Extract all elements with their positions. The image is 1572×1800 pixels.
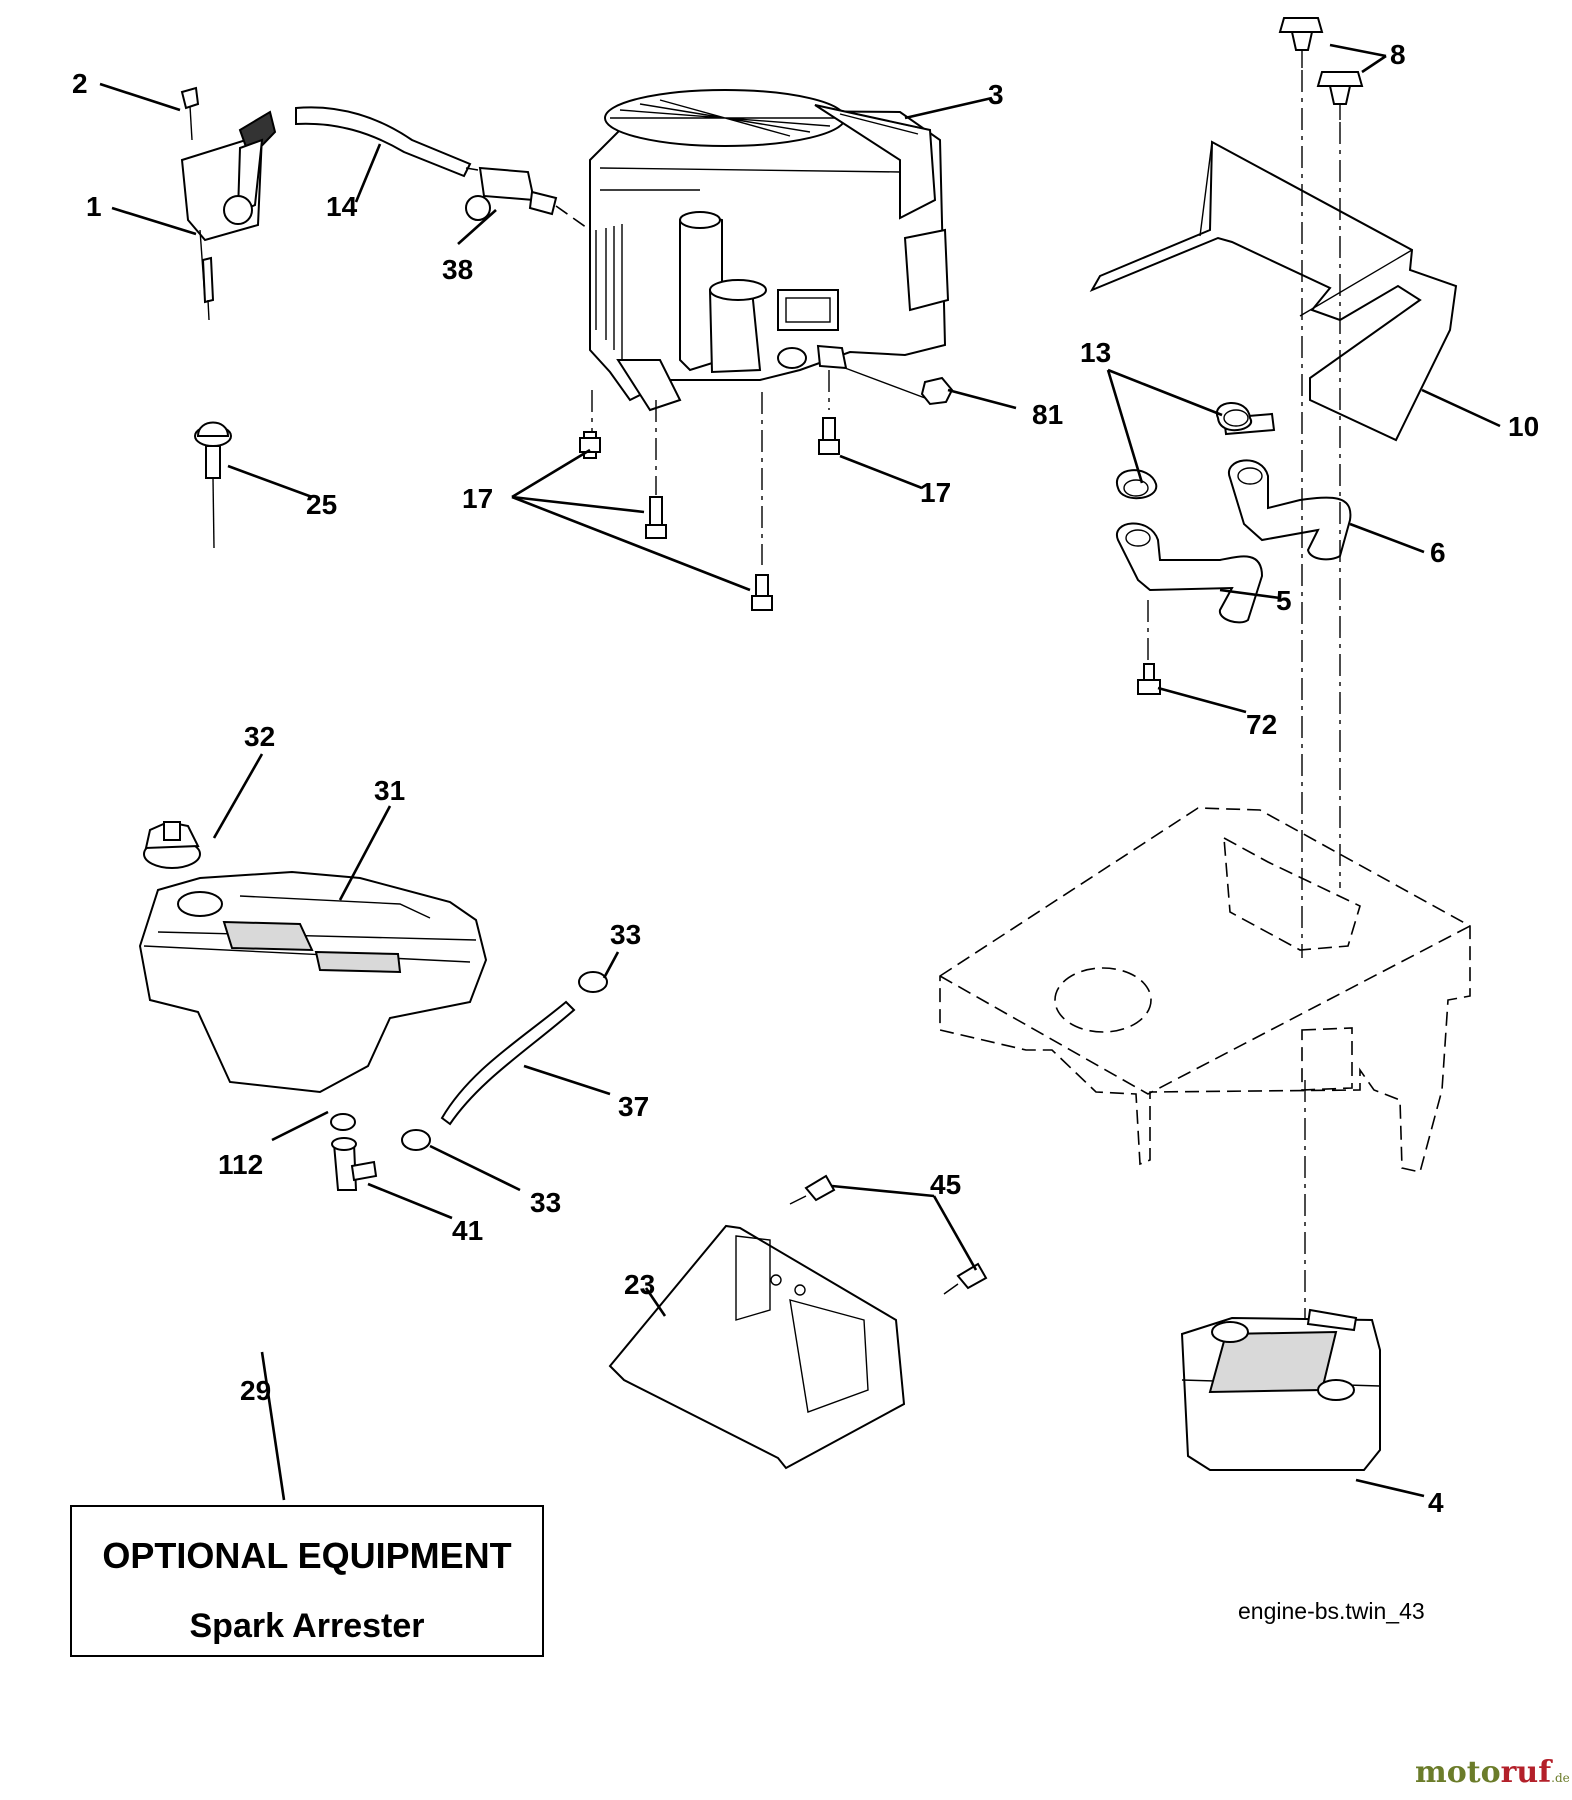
figure-code: engine-bs.twin_43 <box>1238 1598 1425 1624</box>
fuel-cap-part <box>143 820 201 869</box>
label-part-37: 37 <box>618 1091 649 1122</box>
exhaust-bolt-part <box>1137 663 1161 695</box>
shutoff-valve-part <box>331 1137 378 1191</box>
label-part-10: 10 <box>1508 411 1539 442</box>
throttle-control-part <box>180 86 277 321</box>
heat-shield-part <box>1089 140 1458 442</box>
hose-clamp-part <box>401 971 608 1151</box>
label-part-8: 8 <box>1390 39 1406 70</box>
muffler-part <box>1180 1308 1381 1471</box>
frame-part <box>939 807 1471 1173</box>
label-part-72: 72 <box>1246 709 1277 740</box>
label-part-14: 14 <box>326 191 358 222</box>
label-part-6: 6 <box>1430 537 1446 568</box>
label-part-2: 2 <box>72 68 88 99</box>
label-part-81: 81 <box>1032 399 1063 430</box>
label-part-33-bottom: 33 <box>530 1187 561 1218</box>
fuel-filter-fitting-part <box>465 166 591 231</box>
label-part-3: 3 <box>988 79 1004 110</box>
label-part-4: 4 <box>1428 1487 1444 1518</box>
watermark-logo: motoruf.de <box>1415 1755 1570 1790</box>
label-part-31: 31 <box>374 775 405 806</box>
exhaust-pipe-part <box>1115 459 1352 624</box>
label-part-13: 13 <box>1080 337 1111 368</box>
label-part-17-left: 17 <box>462 483 493 514</box>
shield-screw-part <box>1278 17 1364 120</box>
label-part-5: 5 <box>1276 585 1292 616</box>
label-part-112: 112 <box>218 1149 263 1180</box>
label-part-23: 23 <box>624 1269 655 1300</box>
label-part-1: 1 <box>86 191 102 222</box>
label-part-29: 29 <box>240 1375 271 1406</box>
label-part-41: 41 <box>452 1215 483 1246</box>
fuel-tank-part <box>138 870 488 1094</box>
label-part-17-right: 17 <box>920 477 951 508</box>
fuel-line-part <box>295 106 479 178</box>
engine-part <box>589 89 950 412</box>
exhaust-gasket-part <box>1115 402 1276 500</box>
optional-equipment-title: OPTIONAL EQUIPMENT <box>102 1535 512 1576</box>
hex-nut-part <box>920 376 954 406</box>
guard-bolt-part <box>789 1174 988 1295</box>
choke-knob-part <box>194 421 232 549</box>
fuel-hose-part <box>440 1000 576 1126</box>
watermark-suffix: .de <box>1551 1771 1570 1785</box>
spark-arrester-label: Spark Arrester <box>189 1607 425 1645</box>
fuel-grommet-part <box>330 1113 356 1131</box>
label-part-32: 32 <box>244 721 275 752</box>
optional-equipment-box: OPTIONAL EQUIPMENT Spark Arrester <box>70 1505 544 1657</box>
label-part-45: 45 <box>930 1169 961 1200</box>
label-part-38: 38 <box>442 254 473 285</box>
watermark-part2: ruf <box>1500 1755 1552 1790</box>
watermark-part1: moto <box>1415 1755 1501 1790</box>
label-part-25: 25 <box>306 489 337 520</box>
heat-guard-part <box>608 1224 906 1470</box>
label-part-33-top: 33 <box>610 919 641 950</box>
engine-mount-bolt-part <box>579 417 840 611</box>
